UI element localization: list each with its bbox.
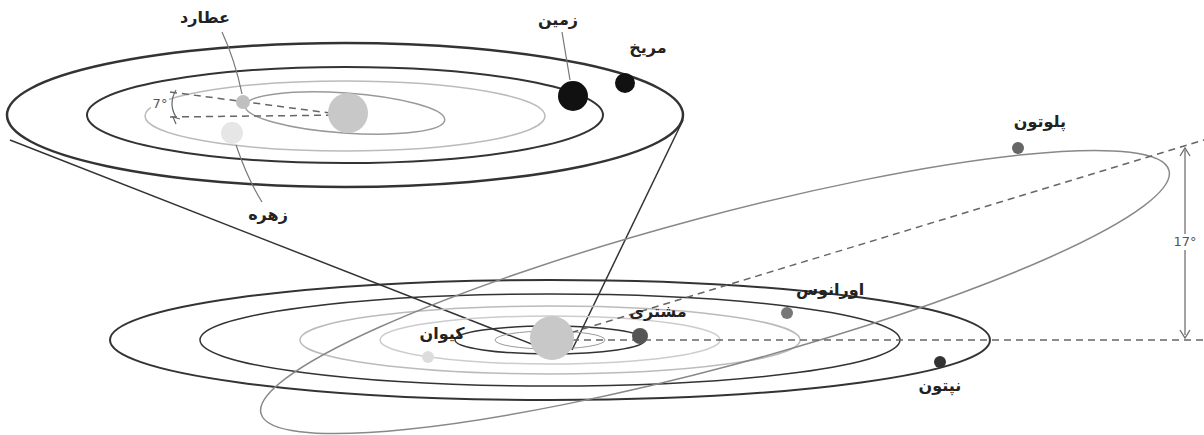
planet-name: عطارد [180,9,230,27]
planet-name: زمین [538,11,578,29]
planet-name: اورانوس [796,281,864,299]
planet-name: نپتون [919,377,962,395]
angle-label: 7° [151,96,170,112]
angle-label: 17° [1171,234,1198,250]
planet-name: پلوتون [1014,113,1066,131]
planet-name: مریخ [629,39,666,57]
planet-name: زهره [248,206,288,224]
planet-name: کیوان [419,325,464,343]
planet-name: مشتری [629,303,686,321]
